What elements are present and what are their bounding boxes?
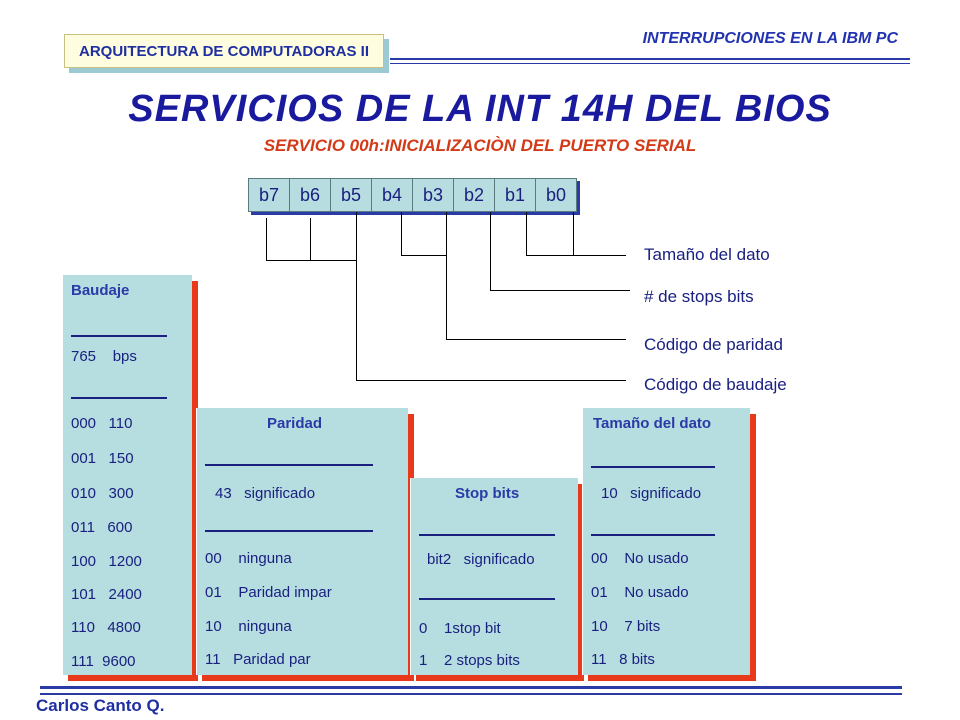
parity-row: 11 Paridad par (205, 651, 311, 668)
bit-b0: b0 (535, 178, 577, 212)
stop-bits-heading: Stop bits (455, 485, 520, 502)
label-stop-bits: # de stops bits (644, 287, 754, 306)
footer-rule-2 (40, 693, 902, 695)
baud-row: 100 1200 (71, 553, 142, 570)
data-size-col-header: 10 significado (601, 485, 702, 502)
parity-row: 01 Paridad impar (205, 584, 332, 601)
course-name: ARQUITECTURA DE COMPUTADORAS II (79, 42, 369, 60)
stop-bits-row: 0 1stop bit (419, 620, 501, 637)
parity-panel: Paridad 43 significado 00 ninguna 01 Par… (196, 408, 408, 675)
baud-panel: Baudaje 765 bps 000 110 001 150 010 300 … (62, 275, 192, 675)
baud-row: 110 4800 (71, 619, 141, 636)
bit-b6: b6 (289, 178, 331, 212)
course-tab: ARQUITECTURA DE COMPUTADORAS II (64, 34, 384, 68)
parity-heading: Paridad (267, 415, 323, 432)
baud-heading: Baudaje (71, 282, 130, 299)
parity-row: 00 ninguna (205, 550, 292, 567)
bit-b3: b3 (412, 178, 454, 212)
parity-row: 10 ninguna (205, 618, 292, 635)
baud-row: 101 2400 (71, 586, 142, 603)
bit-b5: b5 (330, 178, 372, 212)
stop-bits-row: 1 2 stops bits (419, 652, 520, 669)
data-size-row: 10 7 bits (591, 618, 661, 635)
baud-col-header: 765 bps (71, 348, 137, 365)
parity-col-header: 43 significado (215, 485, 316, 502)
label-parity: Código de paridad (644, 335, 783, 354)
data-size-heading: Tamaño del dato (593, 415, 712, 432)
header-rule (390, 58, 910, 60)
bit-b7: b7 (248, 178, 290, 212)
footer-rule (40, 686, 902, 689)
data-size-row: 00 No usado (591, 550, 689, 567)
stop-bits-col-header: bit2 significado (427, 551, 535, 568)
page-subtitle: SERVICIO 00h:INICIALIZACIÒN DEL PUERTO S… (263, 136, 697, 155)
header-rule-2 (390, 63, 910, 64)
data-size-row: 01 No usado (591, 584, 689, 601)
label-data-size: Tamaño del dato (644, 245, 770, 264)
bit-b4: b4 (371, 178, 413, 212)
topic-title: INTERRUPCIONES EN LA IBM PC (642, 30, 898, 47)
stop-bits-panel: Stop bits bit2 significado 0 1stop bit 1… (410, 478, 578, 675)
label-baud: Código de baudaje (644, 375, 787, 394)
author: Carlos Canto Q. (36, 696, 165, 715)
baud-row: 001 150 (71, 450, 134, 467)
baud-row: 010 300 (71, 485, 134, 502)
page-title: SERVICIOS DE LA INT 14H DEL BIOS (128, 88, 832, 130)
baud-row: 000 110 (71, 415, 133, 432)
bit-b2: b2 (453, 178, 495, 212)
baud-row: 111 9600 (71, 653, 136, 670)
data-size-panel: Tamaño del dato 10 significado 00 No usa… (582, 408, 750, 675)
baud-row: 011 600 (71, 519, 133, 536)
bit-register: b7 b6 b5 b4 b3 b2 b1 b0 (248, 178, 577, 212)
bit-b1: b1 (494, 178, 536, 212)
data-size-row: 11 8 bits (591, 651, 655, 668)
